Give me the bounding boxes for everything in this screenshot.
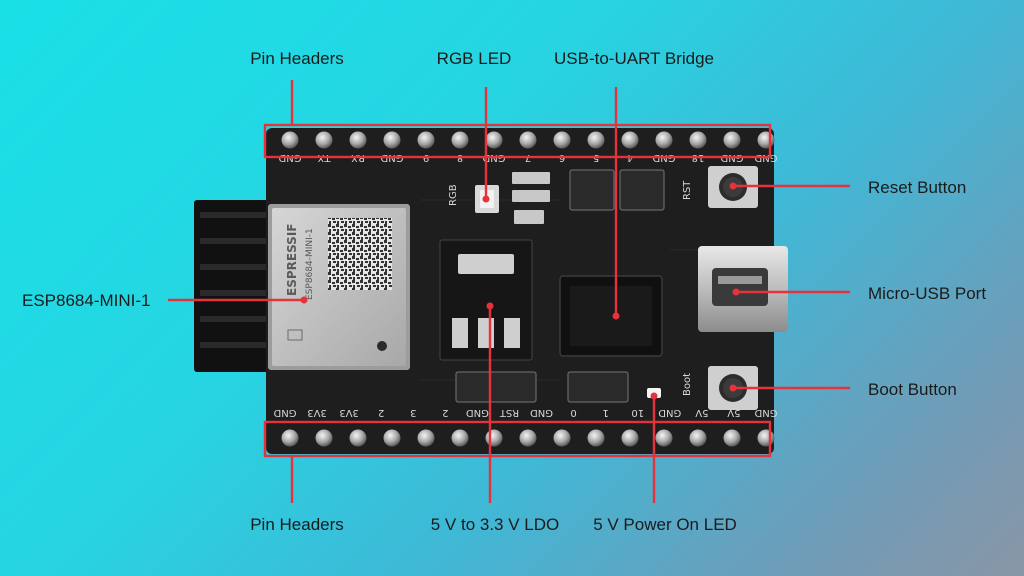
header-pin — [282, 132, 299, 149]
usb-uart-chip — [560, 276, 662, 356]
label-power-led: 5 V Power On LED — [593, 515, 737, 534]
header-pin — [486, 132, 503, 149]
header-pin — [724, 430, 741, 447]
callout-dot-rgb-led — [483, 196, 490, 203]
header-pin — [520, 430, 537, 447]
callout-dot-esp-module — [301, 297, 308, 304]
rst-silk-label: RST — [682, 180, 693, 200]
pin-label: 10 — [631, 407, 644, 418]
header-pin — [316, 132, 333, 149]
callout-dot-boot — [730, 385, 737, 392]
header-pin — [384, 430, 401, 447]
header-pin — [282, 430, 299, 447]
header-pin — [690, 132, 707, 149]
header-pin — [418, 430, 435, 447]
header-pin — [350, 430, 367, 447]
label-ldo: 5 V to 3.3 V LDO — [431, 515, 560, 534]
header-pin — [656, 132, 673, 149]
module-brand: ESPRESSIF — [285, 224, 299, 296]
label-micro-usb-port: Micro-USB Port — [868, 284, 986, 303]
header-pin — [758, 132, 775, 149]
header-pin — [554, 132, 571, 149]
pin-label: 2 — [378, 407, 384, 418]
boot-silk-label: Boot — [682, 373, 693, 396]
header-pin — [622, 430, 639, 447]
header-pin — [520, 132, 537, 149]
header-pin — [758, 430, 775, 447]
header-pin — [656, 430, 673, 447]
callout-dot-power-led — [651, 393, 658, 400]
pin-label: 0 — [570, 407, 576, 418]
header-pin — [384, 132, 401, 149]
module-model: ESP8684-MINI-1 — [305, 228, 315, 300]
pin-label: GND — [273, 407, 296, 418]
label-esp-module: ESP8684-MINI-1 — [22, 291, 151, 310]
ldo-regulator — [440, 240, 532, 360]
rgb-silk-label: RGB — [448, 184, 459, 206]
callout-dot-usb-port — [733, 289, 740, 296]
top-header-pins — [282, 132, 775, 149]
label-boot-button: Boot Button — [868, 380, 957, 399]
pin-label: GND — [754, 407, 777, 418]
label-pin-headers-bottom: Pin Headers — [250, 515, 344, 534]
header-pin — [622, 132, 639, 149]
pin-label: RST — [499, 407, 519, 418]
header-pin — [724, 132, 741, 149]
header-pin — [452, 132, 469, 149]
header-pin — [588, 132, 605, 149]
module-fiducial — [377, 341, 387, 351]
callout-dot-usb-uart — [613, 313, 620, 320]
micro-usb-port-part — [698, 246, 788, 332]
pin-label: 3V3 — [307, 407, 327, 418]
label-usb-uart-bridge: USB-to-UART Bridge — [554, 49, 714, 68]
pin-label: GND — [466, 407, 489, 418]
label-rgb-led: RGB LED — [437, 49, 512, 68]
header-pin — [316, 430, 333, 447]
esp-module: ESPRESSIF ESP8684-MINI-1 — [268, 204, 410, 370]
pin-label: 3V3 — [339, 407, 359, 418]
header-pin — [452, 430, 469, 447]
callout-dot-reset — [730, 183, 737, 190]
label-reset-button: Reset Button — [868, 178, 966, 197]
header-pin — [690, 430, 707, 447]
header-pin — [554, 430, 571, 447]
pin-label: 2 — [442, 407, 448, 418]
label-pin-headers-top: Pin Headers — [250, 49, 344, 68]
header-pin — [588, 430, 605, 447]
module-qr-code — [328, 218, 392, 290]
bottom-header-pins — [282, 430, 775, 447]
pin-label: 3 — [410, 407, 416, 418]
header-pin — [350, 132, 367, 149]
pin-label: GND — [658, 407, 681, 418]
pin-label: GND — [530, 407, 553, 418]
header-pin — [418, 132, 435, 149]
callout-dot-ldo — [487, 303, 494, 310]
pin-label: 5V — [695, 407, 708, 418]
pin-label: 1 — [602, 407, 608, 418]
header-pin — [486, 430, 503, 447]
